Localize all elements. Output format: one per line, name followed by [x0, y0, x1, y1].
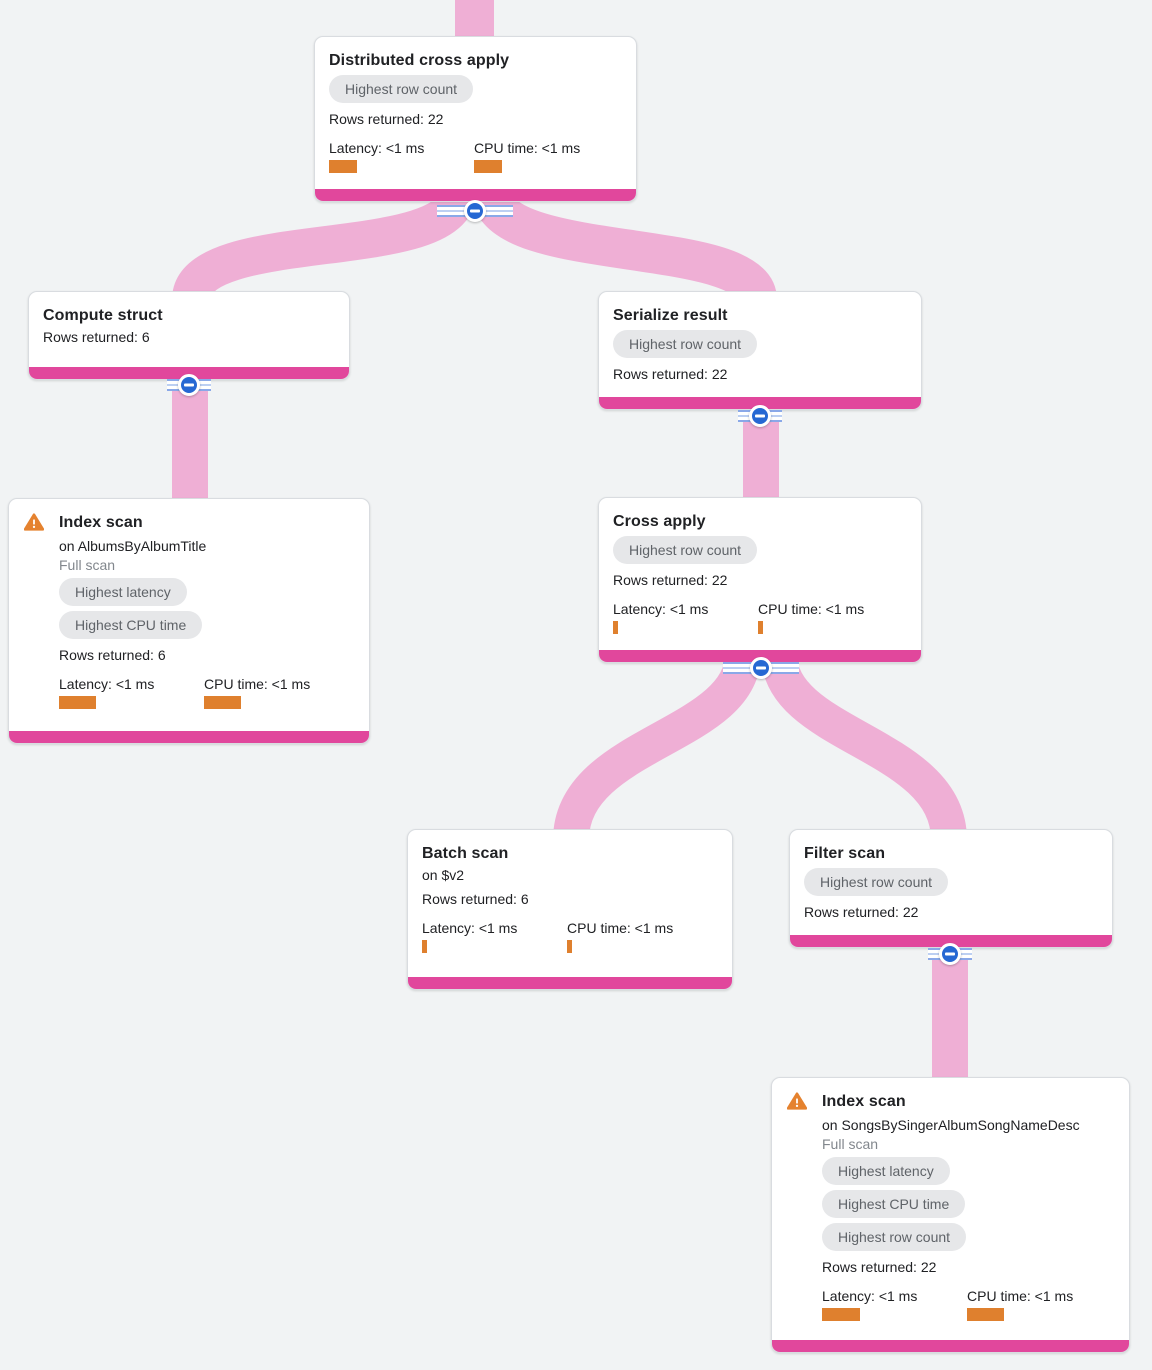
node-title: Filter scan — [804, 845, 886, 862]
badge-highest-cpu-time: Highest CPU time — [822, 1190, 966, 1218]
node-accent-bar — [772, 1340, 1129, 1352]
node-accent-bar — [9, 731, 369, 743]
collapse-control-cross-apply[interactable] — [723, 657, 799, 679]
minus-icon — [470, 209, 480, 213]
badge-highest-latency: Highest latency — [822, 1157, 950, 1185]
node-accent-bar — [790, 935, 1112, 947]
cpu-time-bar — [967, 1308, 1004, 1321]
rows-returned: Rows returned: 22 — [822, 1259, 937, 1275]
cpu-time-bar — [567, 940, 572, 953]
node-cross-apply[interactable]: Cross apply Highest row count Rows retur… — [598, 497, 922, 663]
link-cross-apply-to-batch-scan — [553, 652, 761, 842]
collapse-control-filter-scan[interactable] — [928, 943, 972, 965]
link-dca-to-compute-struct — [172, 188, 476, 304]
cpu-time-bar — [758, 621, 763, 634]
collapse-control-serialize-result[interactable] — [738, 405, 782, 427]
rows-returned: Rows returned: 22 — [613, 366, 728, 382]
latency-bar — [422, 940, 427, 953]
node-title: Cross apply — [613, 513, 706, 530]
latency-bar — [329, 160, 357, 173]
warning-icon — [786, 1092, 808, 1110]
node-index-scan-songs[interactable]: Index scan on SongsBySingerAlbumSongName… — [771, 1077, 1130, 1353]
minus-icon — [755, 414, 765, 418]
latency-metric: Latency: <1 ms — [59, 676, 204, 709]
latency-label: Latency: <1 ms — [422, 920, 518, 936]
cpu-time-metric: CPU time: <1 ms — [967, 1288, 1073, 1321]
cpu-time-metric: CPU time: <1 ms — [567, 920, 673, 953]
cpu-time-label: CPU time: <1 ms — [967, 1288, 1074, 1304]
collapse-control-distributed-cross-apply[interactable] — [437, 200, 513, 222]
node-title: Compute struct — [43, 307, 163, 324]
collapse-button[interactable] — [750, 657, 772, 679]
badge-highest-latency: Highest latency — [59, 578, 187, 606]
node-accent-bar — [599, 650, 921, 662]
minus-icon — [756, 666, 766, 670]
node-title: Serialize result — [613, 307, 728, 324]
rows-returned: Rows returned: 6 — [59, 647, 166, 663]
node-title: Index scan — [822, 1093, 906, 1110]
cpu-time-metric: CPU time: <1 ms — [204, 676, 310, 709]
cpu-time-label: CPU time: <1 ms — [204, 676, 311, 692]
latency-metric: Latency: <1 ms — [329, 140, 474, 173]
badge-highest-row-count: Highest row count — [613, 330, 758, 358]
cpu-time-bar — [474, 160, 502, 173]
scan-type: Full scan — [59, 557, 116, 573]
latency-bar — [822, 1308, 860, 1321]
cpu-time-label: CPU time: <1 ms — [474, 140, 581, 156]
latency-metric: Latency: <1 ms — [613, 601, 758, 634]
cpu-time-bar — [204, 696, 241, 709]
latency-metric: Latency: <1 ms — [822, 1288, 967, 1321]
link-cross-apply-to-filter-scan — [761, 652, 967, 842]
latency-bar — [59, 696, 96, 709]
node-serialize-result[interactable]: Serialize result Highest row count Rows … — [598, 291, 922, 410]
collapse-button[interactable] — [939, 943, 961, 965]
cpu-time-label: CPU time: <1 ms — [567, 920, 674, 936]
node-index-scan-albums[interactable]: Index scan on AlbumsByAlbumTitle Full sc… — [8, 498, 370, 744]
node-accent-bar — [599, 397, 921, 409]
scan-target: on AlbumsByAlbumTitle — [59, 538, 207, 554]
badge-highest-row-count: Highest row count — [613, 536, 758, 564]
latency-metric: Latency: <1 ms — [422, 920, 567, 953]
scan-target: on SongsBySingerAlbumSongNameDesc — [822, 1117, 1080, 1133]
minus-icon — [184, 383, 194, 387]
rows-returned: Rows returned: 22 — [329, 111, 444, 127]
node-title: Distributed cross apply — [329, 52, 510, 69]
latency-label: Latency: <1 ms — [613, 601, 709, 617]
node-title: Index scan — [59, 514, 143, 531]
rows-returned: Rows returned: 22 — [613, 572, 728, 588]
latency-bar — [613, 621, 618, 634]
collapse-button[interactable] — [749, 405, 771, 427]
scan-target: on $v2 — [422, 867, 465, 883]
node-compute-struct[interactable]: Compute struct Rows returned: 6 — [28, 291, 350, 380]
node-distributed-cross-apply[interactable]: Distributed cross apply Highest row coun… — [314, 36, 637, 202]
node-filter-scan[interactable]: Filter scan Highest row count Rows retur… — [789, 829, 1113, 948]
rows-returned: Rows returned: 6 — [43, 329, 150, 345]
latency-label: Latency: <1 ms — [329, 140, 425, 156]
node-batch-scan[interactable]: Batch scan on $v2 Rows returned: 6 Laten… — [407, 829, 733, 990]
badge-highest-cpu-time: Highest CPU time — [59, 611, 203, 639]
collapse-button[interactable] — [178, 374, 200, 396]
node-accent-bar — [315, 189, 636, 201]
node-accent-bar — [408, 977, 732, 989]
rows-returned: Rows returned: 6 — [422, 891, 529, 907]
minus-icon — [945, 952, 955, 956]
cpu-time-metric: CPU time: <1 ms — [758, 601, 864, 634]
badge-highest-row-count: Highest row count — [329, 75, 474, 103]
collapse-control-compute-struct[interactable] — [167, 374, 211, 396]
node-accent-bar — [29, 367, 349, 379]
latency-label: Latency: <1 ms — [59, 676, 155, 692]
collapse-button[interactable] — [464, 200, 486, 222]
warning-icon — [23, 513, 45, 531]
node-title: Batch scan — [422, 845, 509, 862]
cpu-time-label: CPU time: <1 ms — [758, 601, 865, 617]
scan-type: Full scan — [822, 1136, 879, 1152]
badge-highest-row-count: Highest row count — [804, 868, 949, 896]
link-dca-to-serialize-result — [472, 188, 777, 304]
badge-highest-row-count: Highest row count — [822, 1223, 967, 1251]
latency-label: Latency: <1 ms — [822, 1288, 918, 1304]
rows-returned: Rows returned: 22 — [804, 904, 919, 920]
cpu-time-metric: CPU time: <1 ms — [474, 140, 580, 173]
